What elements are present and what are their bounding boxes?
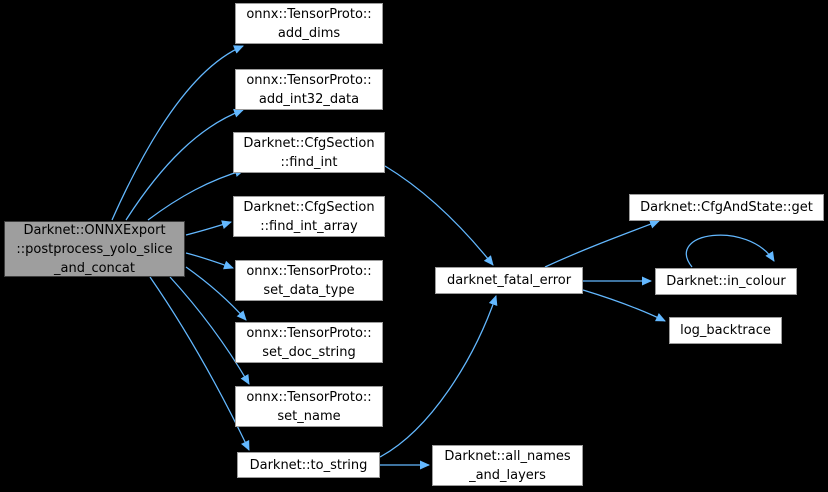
edge-postprocess-to-find-int	[147, 168, 245, 221]
node-set-name[interactable]: onnx::TensorProto:: set_name	[235, 386, 383, 427]
node-all-names-and-layers[interactable]: Darknet::all_names _and_layers	[432, 445, 583, 486]
node-add-dims[interactable]: onnx::TensorProto:: add_dims	[235, 3, 383, 44]
node-find-int[interactable]: Darknet::CfgSection ::find_int	[233, 132, 385, 173]
node-add-int32-data[interactable]: onnx::TensorProto:: add_int32_data	[235, 69, 383, 110]
node-set-doc-string[interactable]: onnx::TensorProto:: set_doc_string	[235, 322, 383, 363]
node-darknet-fatal-error[interactable]: darknet_fatal_error	[435, 267, 583, 294]
edge-postprocess-to-to-string	[149, 276, 250, 451]
edge-postprocess-to-set-doc-string	[185, 266, 247, 321]
node-set-data-type[interactable]: onnx::TensorProto:: set_data_type	[235, 260, 383, 301]
edge-fatal-error-to-log-backtrace	[582, 289, 666, 322]
edge-find-int-to-fatal-error	[384, 165, 494, 266]
node-postprocess-yolo-slice-and-concat: Darknet::ONNXExport ::postprocess_yolo_s…	[4, 221, 185, 277]
edge-postprocess-to-set-data-type	[185, 252, 234, 270]
edge-fatal-error-to-get	[544, 219, 660, 268]
edge-postprocess-to-add-dims	[111, 45, 244, 221]
edge-in-colour-self-loop	[685, 234, 775, 268]
node-to-string[interactable]: Darknet::to_string	[237, 452, 380, 478]
node-in-colour[interactable]: Darknet::in_colour	[655, 268, 797, 295]
node-find-int-array[interactable]: Darknet::CfgSection ::find_int_array	[233, 196, 385, 237]
edge-postprocess-to-find-int-array	[185, 220, 232, 236]
edge-postprocess-to-add-int32-data	[125, 108, 244, 221]
node-cfg-and-state-get[interactable]: Darknet::CfgAndState::get	[629, 194, 824, 221]
edge-to-string-to-fatal-error	[379, 295, 498, 458]
edge-postprocess-to-set-name	[169, 276, 250, 385]
node-log-backtrace[interactable]: log_backtrace	[669, 317, 782, 344]
